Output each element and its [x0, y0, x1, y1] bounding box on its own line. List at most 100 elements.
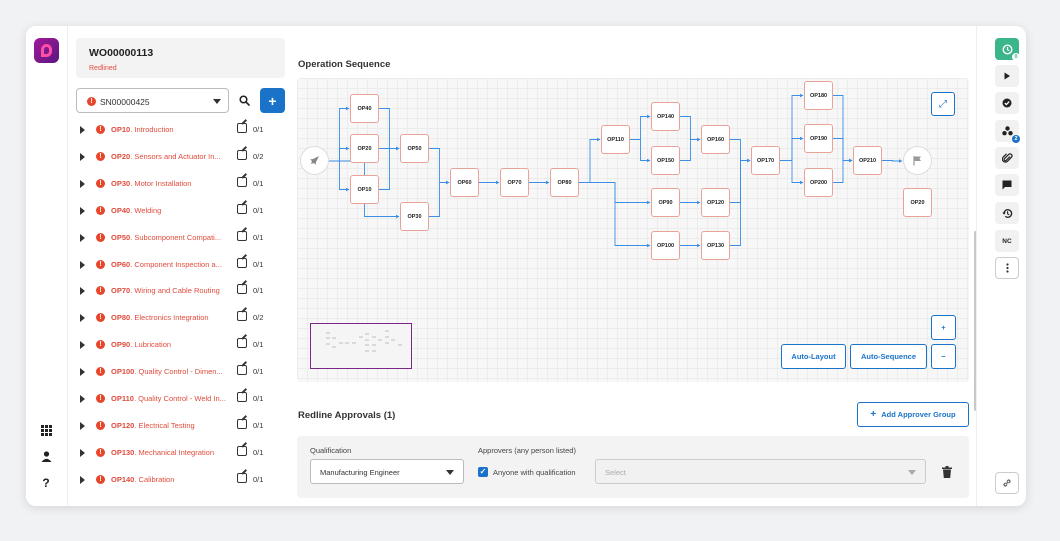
history-button[interactable]: [995, 202, 1019, 224]
user-icon[interactable]: [38, 448, 54, 464]
chevron-right-icon[interactable]: [80, 206, 85, 215]
auto-sequence-button[interactable]: Auto-Sequence: [850, 344, 927, 369]
chevron-right-icon[interactable]: [80, 421, 85, 430]
edit-icon[interactable]: [237, 203, 247, 214]
help-icon[interactable]: ?: [42, 476, 50, 490]
chevron-right-icon[interactable]: [80, 341, 85, 350]
sequence-node[interactable]: OP190: [804, 124, 833, 153]
edit-icon[interactable]: [237, 392, 247, 402]
nc-button[interactable]: NC: [995, 230, 1019, 252]
sequence-node[interactable]: OP40: [350, 94, 379, 123]
attachments-button[interactable]: [995, 147, 1019, 169]
edit-icon[interactable]: [237, 123, 247, 133]
sequence-node[interactable]: OP180: [804, 81, 833, 110]
list-item[interactable]: !OP50. Subcomponent Compati...0/1: [72, 228, 272, 248]
start-rocket-icon[interactable]: [300, 146, 329, 175]
sequence-node[interactable]: OP200: [804, 168, 833, 197]
groups-button[interactable]: 2: [995, 120, 1020, 143]
zoom-out-button[interactable]: −: [931, 344, 956, 369]
complete-button[interactable]: [995, 92, 1019, 114]
timer-button[interactable]: 0: [995, 38, 1020, 61]
add-approver-group-button[interactable]: + Add Approver Group: [857, 402, 969, 427]
sequence-node[interactable]: OP70: [500, 168, 529, 197]
operation-name: OP40. Welding: [111, 205, 162, 215]
main-scrollbar[interactable]: [974, 231, 977, 411]
chevron-right-icon[interactable]: [80, 475, 85, 484]
edit-icon[interactable]: [237, 149, 247, 160]
play-button[interactable]: [995, 65, 1019, 87]
edit-icon[interactable]: [237, 257, 247, 268]
sequence-node[interactable]: OP60: [450, 168, 479, 197]
chevron-right-icon[interactable]: [80, 179, 85, 188]
sequence-node[interactable]: OP140: [651, 102, 680, 131]
approvers-label: Approvers (any person listed): [478, 446, 576, 455]
sequence-node[interactable]: OP150: [651, 146, 680, 175]
anyone-checkbox[interactable]: ✓: [478, 467, 488, 477]
finish-flag-icon[interactable]: [903, 146, 932, 175]
sequence-node[interactable]: OP20: [350, 134, 379, 163]
edit-icon[interactable]: [237, 338, 247, 349]
sequence-node[interactable]: OP210: [853, 146, 882, 175]
list-item[interactable]: !OP110. Quality Control - Weld In...0/1: [72, 389, 272, 409]
list-item[interactable]: !OP20. Sensors and Actuator In...0/2: [72, 147, 272, 167]
chevron-right-icon[interactable]: [80, 260, 85, 269]
chevron-right-icon[interactable]: [80, 448, 85, 457]
link-button[interactable]: [995, 472, 1019, 494]
sequence-node[interactable]: OP10: [350, 175, 379, 204]
comments-button[interactable]: [995, 174, 1019, 196]
apps-grid-icon[interactable]: [38, 422, 54, 438]
sequence-node[interactable]: OP130: [701, 231, 730, 260]
chevron-right-icon[interactable]: [80, 233, 85, 242]
sequence-node[interactable]: OP30: [400, 202, 429, 231]
sequence-node[interactable]: OP170: [751, 146, 780, 175]
canvas-minimap[interactable]: [310, 323, 412, 369]
chevron-right-icon[interactable]: [80, 314, 85, 323]
edit-icon[interactable]: [237, 176, 247, 187]
sequence-node[interactable]: OP110: [601, 125, 630, 154]
approver-select[interactable]: Select: [595, 459, 926, 484]
edit-icon[interactable]: [237, 284, 247, 295]
edit-icon[interactable]: [237, 472, 247, 483]
more-vertical-icon: [1005, 263, 1009, 273]
search-button[interactable]: [234, 90, 254, 110]
edit-icon[interactable]: [237, 445, 247, 456]
sequence-node[interactable]: OP50: [400, 134, 429, 163]
edit-icon[interactable]: [237, 418, 247, 429]
chevron-right-icon[interactable]: [80, 152, 85, 161]
chevron-right-icon[interactable]: [80, 287, 85, 296]
edit-icon[interactable]: [237, 365, 247, 376]
zoom-in-button[interactable]: +: [931, 315, 956, 340]
fit-view-button[interactable]: ⤢: [931, 92, 955, 116]
auto-layout-button[interactable]: Auto-Layout: [781, 344, 846, 369]
sequence-node[interactable]: OP20: [903, 188, 932, 217]
chevron-right-icon[interactable]: [80, 368, 85, 377]
sequence-node[interactable]: OP120: [701, 188, 730, 217]
sequence-node[interactable]: OP80: [550, 168, 579, 197]
list-item[interactable]: !OP60. Component Inspection a...0/1: [72, 255, 272, 275]
app-logo[interactable]: [34, 38, 59, 63]
more-button[interactable]: [995, 257, 1019, 279]
sequence-node[interactable]: OP100: [651, 231, 680, 260]
edit-icon[interactable]: [237, 311, 247, 322]
list-item[interactable]: !OP100. Quality Control - Dimen...0/1: [72, 362, 272, 382]
edit-icon[interactable]: [237, 230, 247, 241]
chevron-right-icon[interactable]: [80, 126, 85, 134]
sequence-node[interactable]: OP160: [701, 125, 730, 154]
add-serial-button[interactable]: +: [260, 88, 285, 113]
delete-icon[interactable]: [942, 466, 952, 478]
qualification-select[interactable]: Manufacturing Engineer: [310, 459, 464, 484]
chevron-right-icon[interactable]: [80, 395, 85, 403]
sequence-node[interactable]: OP90: [651, 188, 680, 217]
serial-number-select[interactable]: ! SN00000425: [76, 88, 229, 113]
anyone-label: Anyone with qualification: [493, 468, 576, 477]
